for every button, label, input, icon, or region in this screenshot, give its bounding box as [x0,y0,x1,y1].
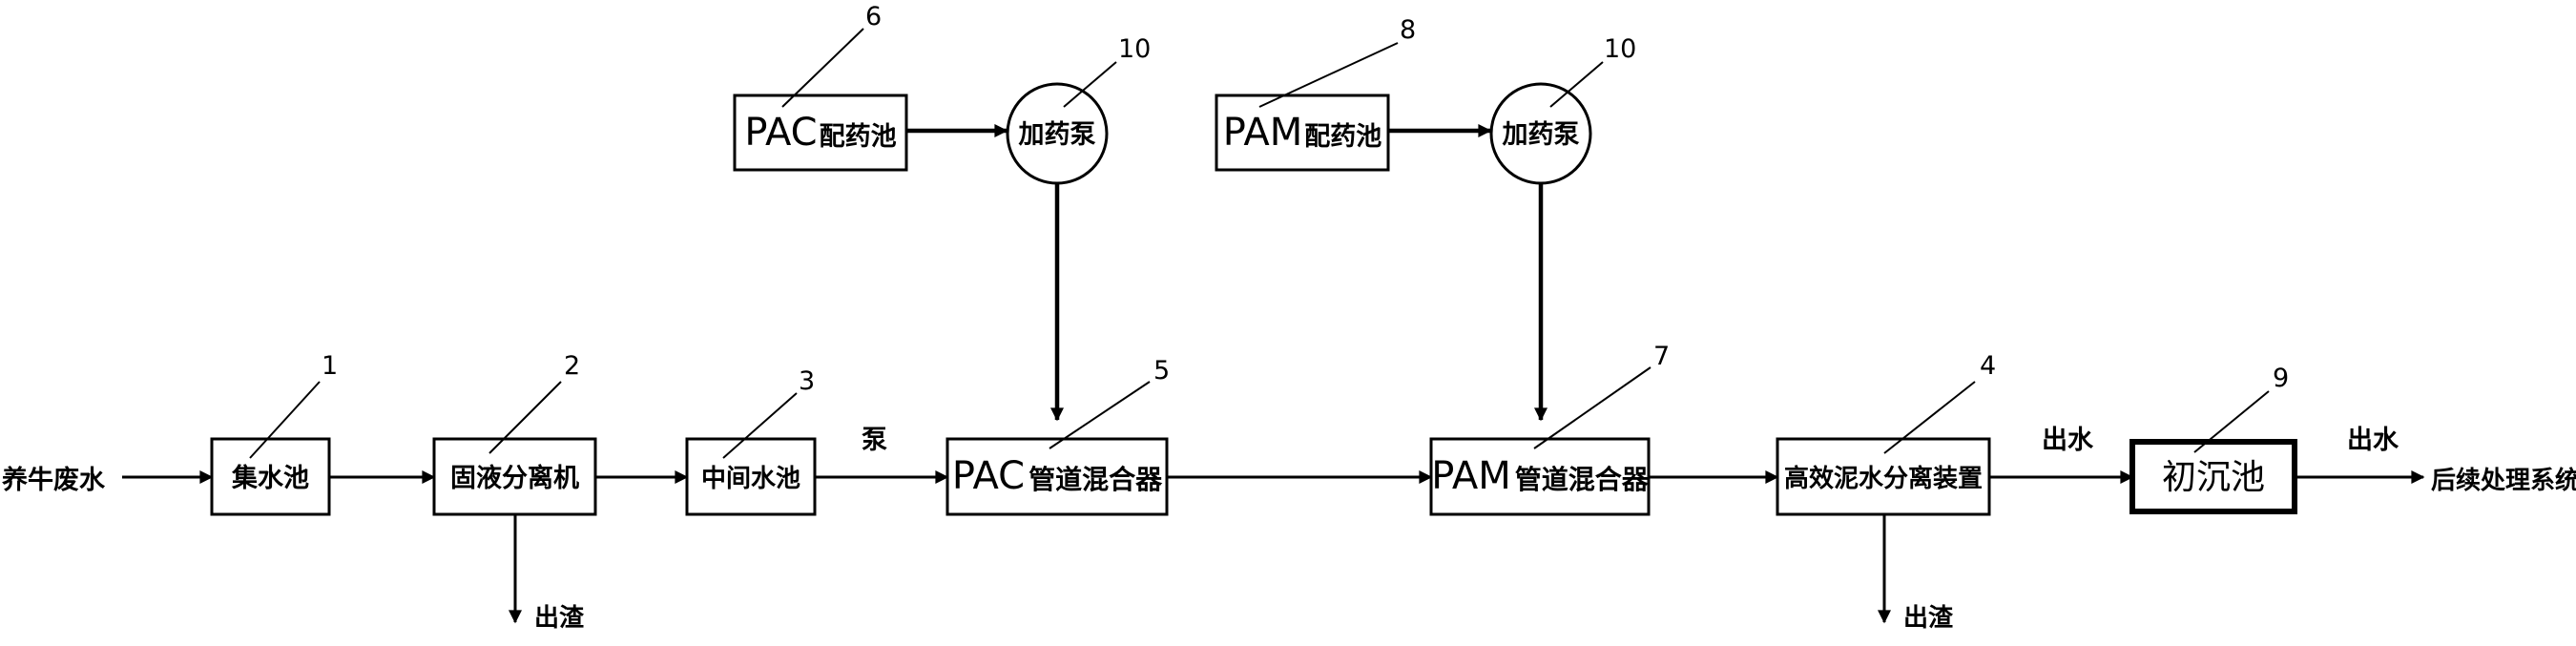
ref-number-4: 4 [1980,351,1996,381]
leader-5 [1049,381,1151,449]
leader-3 [722,392,798,459]
leader-7 [1533,366,1652,449]
leader-10a [1063,61,1117,108]
separation-device-label: 高效泥水分离装置 [1784,464,1983,493]
intermediate-tank-box [685,437,817,516]
ref-number-10b: 10 [1604,34,1636,64]
pam-pump-circle [1489,82,1592,185]
ref-number-2: 2 [564,351,580,381]
solid-liquid-separator-box [432,437,597,516]
primary-clarifier-label: 初沉池 [2162,458,2265,497]
solid-liquid-separator-label: 固液分离机 [450,463,579,493]
leader-4 [1883,381,1976,454]
pam-prep-box [1215,94,1390,172]
pam-prep-label: PAM配药池 [1223,111,1381,155]
outlet-label-1: 出水 [2042,426,2094,455]
ref-number-1: 1 [322,351,338,381]
leader-2 [488,381,562,454]
separation-device-box [1776,437,1991,516]
pac-pump-label: 加药泵 [1019,120,1096,150]
slag-label-1: 出渣 [534,604,585,633]
collection-tank-label: 集水池 [231,463,309,493]
slag-label-2: 出渣 [1903,604,1954,633]
ref-number-6: 6 [865,2,882,31]
inlet-label: 养牛废水 [2,465,106,495]
pam-pump-label: 加药泵 [1503,120,1580,150]
ref-number-3: 3 [799,366,815,396]
primary-clarifier-box [2129,439,2297,514]
pac-prep-label: PAC配药池 [744,111,896,155]
pac-prep-box [733,94,908,172]
ref-number-7: 7 [1653,342,1670,371]
post-treatment-label: 后续处理系统 [2431,466,2576,495]
leader-10b [1549,61,1604,108]
leader-8 [1258,42,1399,108]
ref-number-9: 9 [2273,364,2289,393]
leader-6 [781,28,864,108]
pac-mixer-box [945,437,1169,516]
pac-pump-circle [1006,82,1109,185]
pam-mixer-box [1429,437,1651,516]
ref-number-10a: 10 [1118,34,1151,64]
leader-1 [249,381,321,459]
intermediate-tank-label: 中间水池 [701,465,800,493]
leader-9 [2193,390,2270,453]
ref-number-8: 8 [1400,15,1416,45]
outlet-label-2: 出水 [2347,426,2399,455]
ref-number-5: 5 [1153,356,1170,386]
pump-label: 泵 [862,426,887,455]
collection-tank-box [210,437,331,516]
